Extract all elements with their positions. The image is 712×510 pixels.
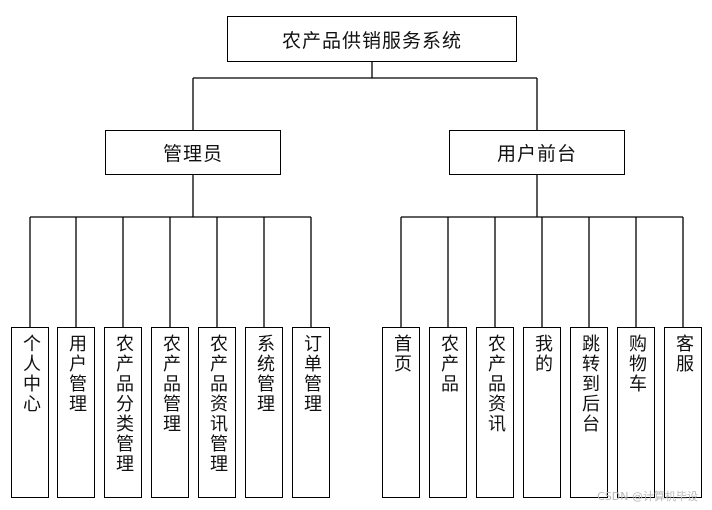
- leaf-label: 农产品资讯管理: [207, 334, 228, 474]
- leaf-label: 个人中心: [20, 334, 41, 414]
- leaf-node: 我的: [523, 327, 561, 498]
- leaf-label: 我的: [532, 334, 553, 374]
- leaf-label: 跳转到后台: [579, 334, 600, 434]
- leaf-node: 首页: [382, 327, 420, 498]
- leaf-node: 农产品资讯: [476, 327, 514, 498]
- watermark: CSDN @计算机毕设: [597, 490, 698, 503]
- leaf-node: 个人中心: [11, 327, 49, 498]
- leaf-label: 购物车: [626, 334, 647, 394]
- branch-node-admin: 管理员: [105, 130, 281, 175]
- leaf-node: 跳转到后台: [570, 327, 608, 498]
- leaf-node: 客服: [664, 327, 702, 498]
- root-label: 农产品供销服务系统: [281, 29, 462, 52]
- leaf-label: 农产品管理: [160, 334, 181, 434]
- leaf-node: 系统管理: [245, 327, 283, 498]
- leaf-node: 农产品资讯管理: [198, 327, 236, 498]
- leaf-node: 农产品: [429, 327, 467, 498]
- leaf-label: 客服: [673, 334, 694, 374]
- leaf-label: 订单管理: [301, 334, 322, 414]
- leaf-label: 农产品分类管理: [113, 334, 134, 474]
- leaf-label: 系统管理: [254, 334, 275, 414]
- branch-label-admin: 管理员: [162, 143, 223, 165]
- leaf-node: 农产品分类管理: [104, 327, 142, 498]
- leaf-node: 用户管理: [57, 327, 95, 498]
- leaf-node: 购物车: [617, 327, 655, 498]
- root-node: 农产品供销服务系统: [227, 16, 517, 62]
- leaf-label: 农产品资讯: [485, 334, 506, 434]
- leaf-node: 农产品管理: [151, 327, 189, 498]
- branch-node-frontend: 用户前台: [449, 130, 625, 175]
- leaf-node: 订单管理: [292, 327, 330, 498]
- leaf-label: 首页: [391, 334, 412, 374]
- leaf-label: 农产品: [438, 334, 459, 394]
- leaf-label: 用户管理: [66, 334, 87, 414]
- branch-label-frontend: 用户前台: [496, 143, 577, 165]
